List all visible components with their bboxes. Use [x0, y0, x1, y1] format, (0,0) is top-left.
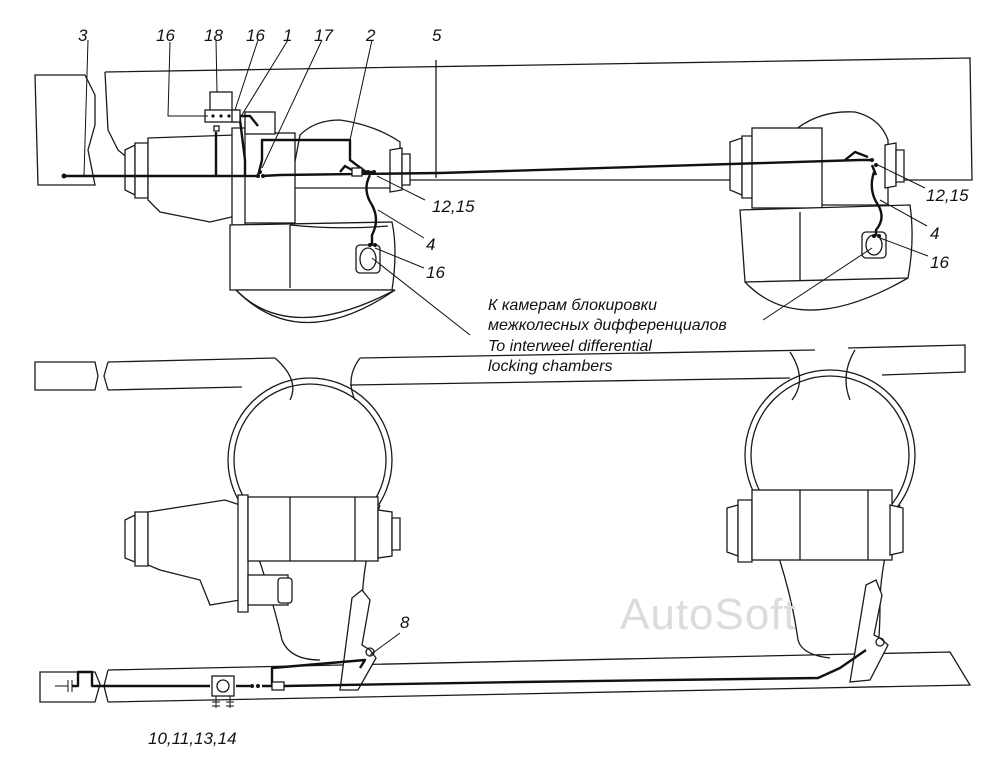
callout-5: 5	[432, 26, 442, 45]
bracket-right	[849, 579, 889, 683]
bracket-left	[339, 589, 377, 691]
callout-17: 17	[314, 26, 333, 45]
callout-8: 8	[400, 613, 410, 632]
callout-2: 2	[366, 26, 376, 45]
middle-frame-rail	[34, 344, 966, 391]
front-left-axle	[124, 111, 411, 324]
rear-right-axle	[729, 111, 913, 311]
watermark: AutoSoft	[620, 590, 797, 639]
caption-ru-line2: межколесных дифференциалов	[488, 317, 727, 334]
valve-block-18	[204, 91, 241, 132]
callout-16-a: 16	[156, 26, 175, 45]
callout-16-left: 16	[426, 263, 445, 282]
connector-12-15-left	[351, 167, 376, 177]
lower-right-axle	[726, 489, 904, 563]
caption-en-line1: To interweel differential	[488, 338, 652, 355]
air-line-bottom	[55, 649, 867, 692]
callout-12-15-right: 12,15	[926, 186, 969, 205]
connector-12-15-right	[870, 158, 878, 167]
callout-16-b: 16	[246, 26, 265, 45]
valve-10-11-13-14	[211, 675, 285, 708]
callout-4-right: 4	[930, 224, 940, 243]
callout-16-right: 16	[930, 253, 949, 272]
caption-en-line2: locking chambers	[488, 358, 613, 375]
tee-fitting-17	[256, 170, 265, 178]
callout-12-15-left: 12,15	[432, 197, 475, 216]
lower-left-axle	[124, 494, 401, 613]
callout-3: 3	[78, 26, 88, 45]
hose-4-left	[365, 174, 378, 247]
callout-1: 1	[283, 26, 293, 45]
caption-ru-line1: К камерам блокировки	[488, 297, 658, 314]
upper-frame-rail	[34, 57, 973, 186]
lower-frame-rail	[39, 651, 972, 703]
callout-10-11-13-14: 10,11,13,14	[148, 729, 237, 748]
hose-4-right	[870, 171, 883, 238]
callout-18: 18	[204, 26, 223, 45]
leader-lines	[83, 39, 929, 656]
air-line-top	[61, 114, 878, 179]
callout-4-left: 4	[426, 235, 436, 254]
